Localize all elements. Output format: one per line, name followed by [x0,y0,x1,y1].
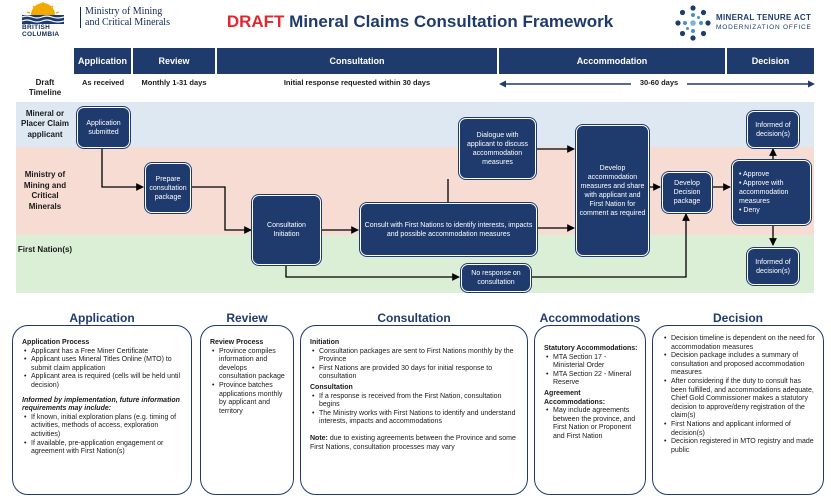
page-title: DRAFT Mineral Claims Consultation Framew… [180,12,660,32]
ministry-name: Ministry of Mining and Critical Minerals [80,6,170,28]
node-no-response: No response on consultation [461,264,531,292]
agreement-list: May include agreements between the provi… [544,407,638,441]
review-process-list: Province compiles information and develo… [210,348,286,417]
bc-ministry-logo: BRITISH COLUMBIA Ministry of Mining and … [22,2,170,42]
decision-list: Decision timeline is dependent on the ne… [662,335,816,455]
section-title-consultation: Consultation [377,311,451,325]
flow-connectors [101,145,777,281]
mta-circle-logo-icon [675,5,711,41]
section-title-accommodations: Accommodations [539,311,641,325]
list-item: Consultation packages are sent to First … [310,348,520,365]
list-item: If a response is received from the First… [310,393,520,410]
decision-options-list: Approve Approve with accommodation measu… [739,170,808,215]
timeline-application: As received [81,78,125,87]
consultation-initiation-list: Consultation packages are sent to First … [310,348,520,382]
col-header-consultation: Consultation [217,48,497,74]
list-item: Applicant has a Free Miner Certificate [22,348,184,357]
section-review: Review Process Province compiles informa… [200,325,294,495]
consultation-list: If a response is received from the First… [310,393,520,427]
consultation-note: Note: due to existing agreements between… [310,435,520,452]
section-decision: Decision timeline is dependent on the ne… [652,325,824,495]
bc-logo-text: BRITISH COLUMBIA [22,24,60,38]
node-informed-first-nation: Informed of decision(s) [747,248,799,285]
node-prepare-consultation-package: Prepare consultation package [145,163,191,213]
timeline-label: Draft Timeline [28,78,62,97]
section-accommodations: Statutory Accommodations: MTA Section 17… [534,325,646,495]
application-informed-heading: Informed by implementation, future infor… [22,396,180,413]
lane-label-first-nation: First Nation(s) [17,244,73,254]
col-header-accommodation: Accommodation [499,48,725,74]
col-header-application: Application [74,48,131,74]
list-item: Decision package includes a summary of c… [662,352,816,378]
node-develop-decision-package: Develop Decision package [662,172,712,213]
section-title-decision: Decision [712,311,763,325]
list-item: If known, initial exploration plans (e.g… [22,414,184,440]
list-item: If available, pre-application engagement… [22,440,184,457]
statutory-list: MTA Section 17 - Ministerial Order MTA S… [544,354,638,388]
node-consult-first-nations: Consult with First Nations to identify i… [360,203,537,256]
node-consultation-initiation: Consultation Initiation [252,195,321,265]
application-process-list: Applicant has a Free Miner Certificate A… [22,348,184,391]
list-item: Applicant uses Mineral Titles Online (MT… [22,356,184,373]
timeline-span-arrow [499,80,815,88]
timeline-consultation: Initial response requested within 30 day… [283,78,431,87]
lane-label-applicant: Mineral or Placer Claim applicant [20,108,70,139]
mta-name: MINERAL TENURE ACT [716,13,812,22]
decision-option-approve-with-measures: Approve with accommodation measures [739,179,808,206]
list-item: First Nations and applicant informed of … [662,421,816,438]
node-dialogue-with-applicant: Dialogue with applicant to discuss accom… [459,118,536,179]
mta-logo: MINERAL TENURE ACT MODERNIZATION OFFICE [672,4,828,42]
node-develop-accommodation-measures: Develop accommodation measures and share… [576,125,649,256]
application-informed-list: If known, initial exploration plans (e.g… [22,414,184,457]
list-item: Applicant area is required (cells will b… [22,373,184,390]
list-item: The Ministry works with First Nations to… [310,410,520,427]
timeline-review: Monthly 1-31 days [141,78,207,87]
note-label: Note: [310,434,328,442]
section-application: Application Process Applicant has a Free… [12,325,192,495]
title-text: Mineral Claims Consultation Framework [289,12,614,31]
list-item: MTA Section 17 - Ministerial Order [544,354,638,371]
consultation-initiation-heading: Initiation [310,339,340,346]
agreement-heading: Agreement Accommodations: [544,389,606,406]
draft-label: DRAFT [226,12,285,31]
application-process-heading: Application Process [22,339,90,346]
section-title-application: Application [69,311,135,325]
node-application-submitted: Application submitted [77,107,130,148]
section-consultation: Initiation Consultation packages are sen… [300,325,528,495]
consultation-heading: Consultation [310,383,353,391]
node-informed-applicant: Informed of decision(s) [747,111,799,148]
node-decision-options: Approve Approve with accommodation measu… [732,160,811,225]
decision-option-approve: Approve [739,170,808,179]
list-item: May include agreements between the provi… [544,407,638,441]
lane-label-ministry: Ministry of Mining and Critical Minerals [23,170,67,211]
list-item: First Nations are provided 30 days for i… [310,365,520,382]
section-title-review: Review [226,311,268,325]
list-item: After considering if the duty to consult… [662,378,816,421]
lane-applicant [16,102,814,147]
list-item: MTA Section 22 - Mineral Reserve [544,371,638,388]
timeline-accommodation-decision: 30-60 days [639,78,679,87]
decision-option-deny: Deny [739,206,808,215]
statutory-heading: Statutory Accommodations: [544,345,638,352]
list-item: Province compiles information and develo… [210,348,286,382]
mta-subtitle: MODERNIZATION OFFICE [716,24,812,31]
list-item: Decision registered in MTO registry and … [662,438,816,455]
note-text: due to existing agreements between the P… [310,434,516,451]
col-header-review: Review [133,48,215,74]
col-header-decision: Decision [727,48,814,74]
list-item: Province batches applications monthly by… [210,382,286,416]
list-item: Decision timeline is dependent on the ne… [662,335,816,352]
bc-sun-logo-icon [22,2,64,24]
review-process-heading: Review Process [210,339,264,346]
